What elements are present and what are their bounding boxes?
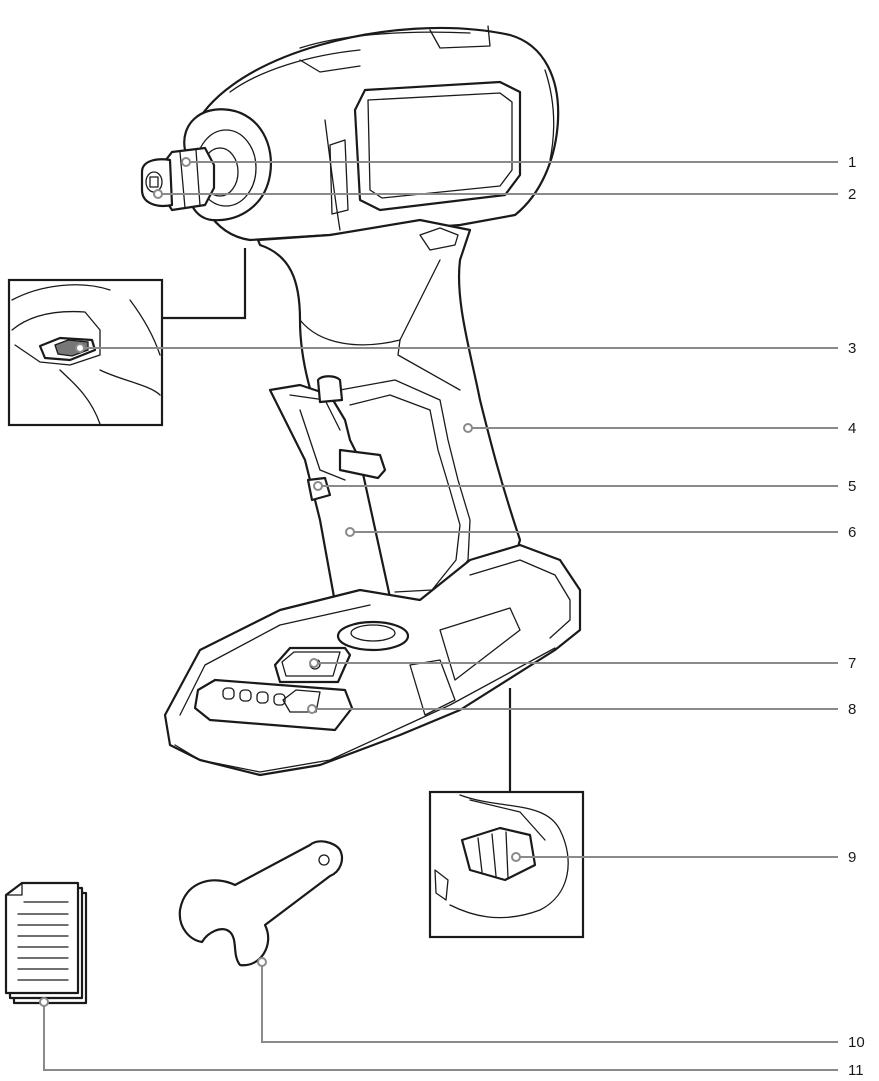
inset-led-light [7, 248, 247, 427]
callout-leaders [39, 157, 838, 1071]
leader-4-dot [463, 423, 473, 433]
callout-label-8: 8 [848, 701, 856, 718]
callout-label-2: 2 [848, 186, 856, 203]
inset-battery-terminal [428, 688, 585, 939]
callout-label-7: 7 [848, 655, 856, 672]
leader-1-dot [181, 157, 191, 167]
leader-9-dot [511, 852, 521, 862]
leader-10-dot [257, 957, 267, 967]
leader-3-dot [75, 343, 85, 353]
manual-documents [4, 881, 88, 1005]
leader-2-dot [153, 189, 163, 199]
wrench [178, 840, 344, 967]
callout-label-11: 11 [848, 1062, 864, 1079]
callout-labels: 1 2 3 4 5 6 7 8 9 10 11 [848, 154, 865, 1079]
impact-driver-illustration [140, 25, 582, 777]
leader-11 [43, 1002, 838, 1071]
leader-7-dot [309, 658, 319, 668]
callout-label-4: 4 [848, 420, 856, 437]
callout-label-9: 9 [848, 849, 856, 866]
leader-11-dot [39, 997, 49, 1007]
callout-label-6: 6 [848, 524, 856, 541]
leader-8-dot [307, 704, 317, 714]
leader-5-dot [313, 481, 323, 491]
leader-10 [261, 962, 838, 1043]
callout-label-3: 3 [848, 340, 856, 357]
leader-6-dot [345, 527, 355, 537]
callout-label-5: 5 [848, 478, 856, 495]
callout-label-1: 1 [848, 154, 856, 171]
side-window [353, 80, 522, 212]
callout-label-10: 10 [848, 1034, 865, 1051]
reversing-lever [338, 448, 387, 480]
